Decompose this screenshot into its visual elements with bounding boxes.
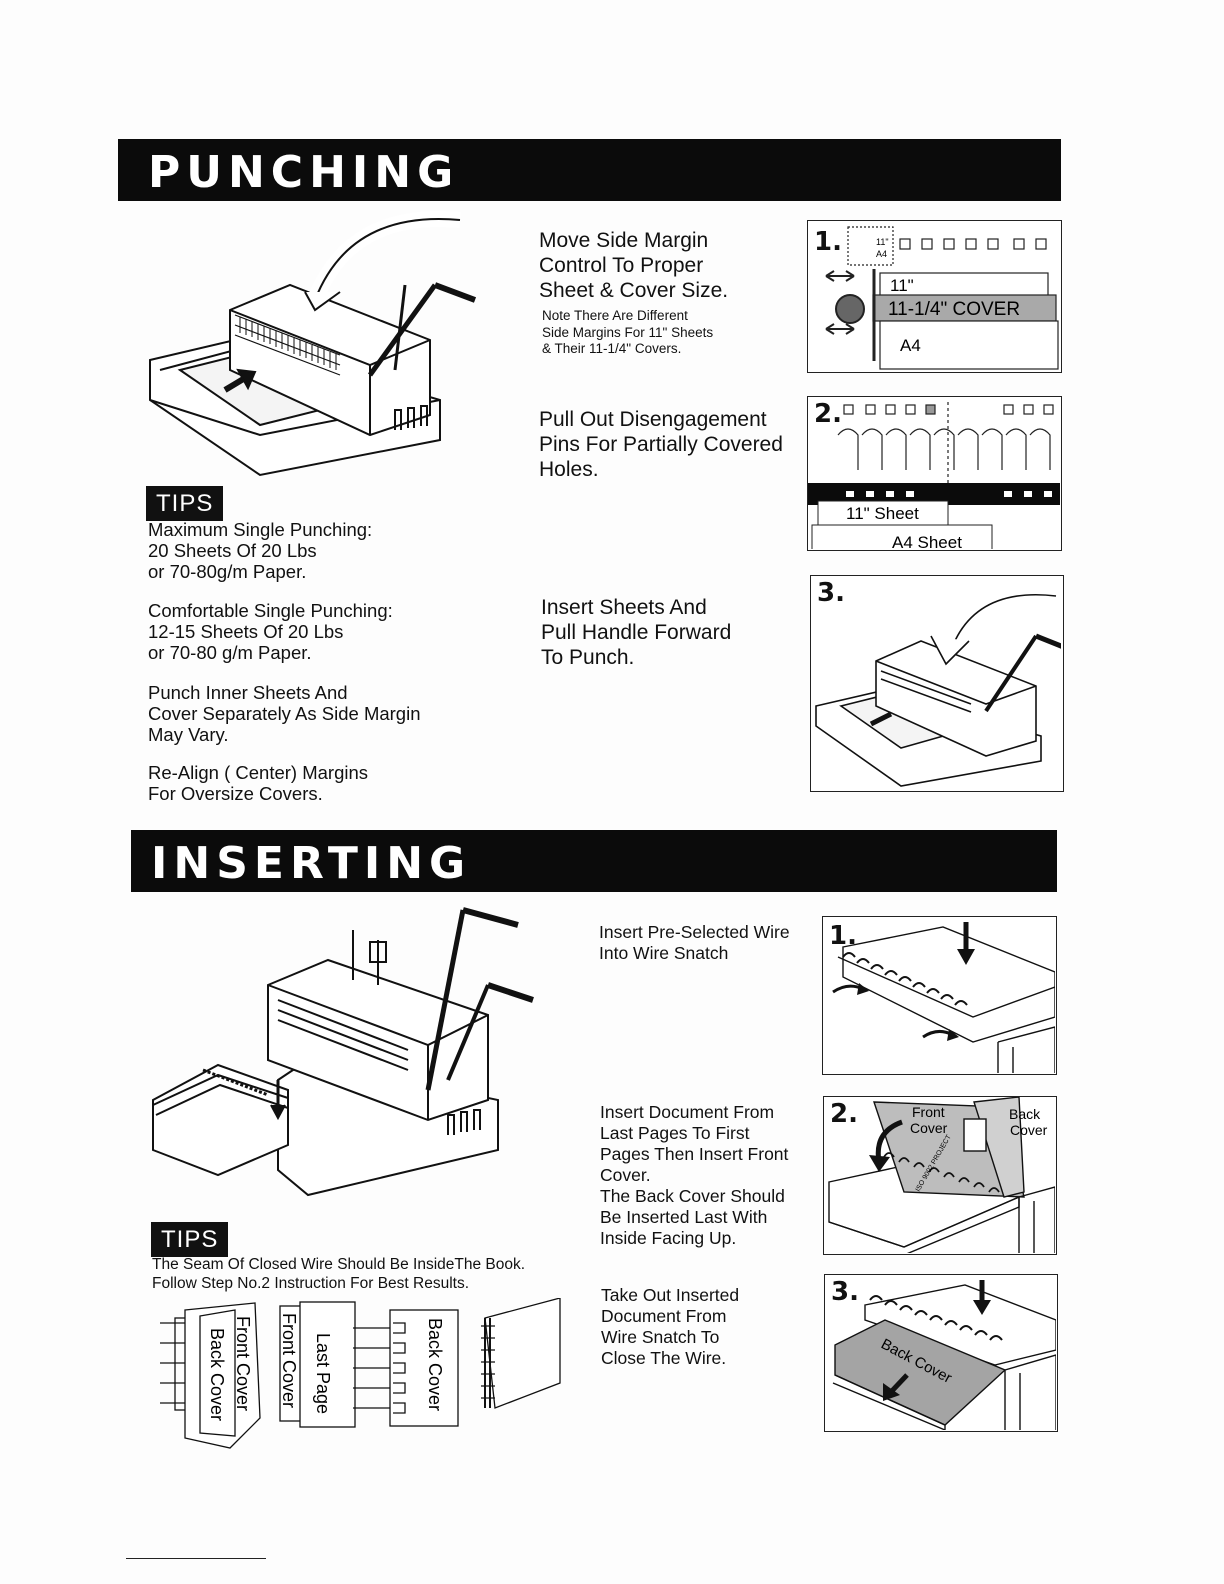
punching-machine-illustration [149,211,477,477]
punch-handle-figure [815,588,1061,787]
book-orientation-diagram: Front Cover Back Cover Front Cover Last … [160,1298,561,1449]
inserting-step1-text: Insert Pre-Selected Wire Into Wire Snatc… [599,922,790,963]
punching-tip-realign: Re-Align ( Center) Margins For Oversize … [148,762,369,804]
label-cover: 11-1/4" COVER [888,299,1020,320]
diagram-front-cover: Front Cover [233,1316,253,1411]
punching-tip-max: Maximum Single Punching: 20 Sheets Of 20… [148,519,373,582]
disengagement-pins-figure: 11" Sheet A4 Sheet [808,402,1060,549]
step-number: 3. [831,1277,859,1307]
inserting-step2-text: Insert Document From Last Pages To First… [600,1102,789,1248]
label-11-inch: 11" [890,276,914,295]
label-11-sheet: 11" Sheet [846,504,919,523]
punching-banner: PUNCHING [118,139,1061,201]
punching-step2-figure: 2. 11" Sheet A4 Sheet [807,396,1062,551]
label-a4-sheet: A4 Sheet [892,533,962,549]
ruler-label-11: 11" [876,237,889,247]
step-number: 1. [814,227,842,257]
punching-step1-note: Note There Are Different Side Margins Fo… [542,308,714,356]
punching-tip-comfortable: Comfortable Single Punching: 12-15 Sheet… [148,600,393,663]
step-number: 2. [814,399,842,429]
punching-tips-badge: TIPS [146,486,224,521]
ruler-label-a4: A4 [876,249,887,259]
inserting-step3-figure: 3. Back Cover [824,1274,1058,1432]
inserting-step1-figure: 1. [822,916,1057,1075]
punching-tip-inner-sheets: Punch Inner Sheets And Cover Separately … [148,682,421,745]
inserting-tips-badge: TIPS [151,1222,229,1257]
punching-step1-figure: 1. 11" A4 11" 11-1/4" COVER A4 [807,220,1062,373]
wire-snatch-figure [832,922,1055,1073]
close-wire-figure: Back Cover [832,1280,1056,1430]
label-a4: A4 [900,336,921,355]
punching-title: PUNCHING [148,147,460,198]
inserting-step3-text: Take Out Inserted Document From Wire Sna… [601,1285,740,1368]
inserting-banner: INSERTING [131,830,1057,892]
step-number: 3. [817,578,845,608]
diagram-back-cover: Back Cover [207,1328,227,1421]
step-number: 2. [830,1099,858,1129]
diagram-front-cover-2: Front Cover [279,1313,299,1408]
punching-step2-text: Pull Out Disengagement Pins For Partiall… [539,408,783,481]
footer-rule [126,1558,266,1559]
inserting-title: INSERTING [151,838,472,889]
inserting-tip-text: The Seam Of Closed Wire Should Be Inside… [152,1256,526,1292]
punching-step3-text: Insert Sheets And Pull Handle Forward To… [541,596,732,669]
punching-step1-text: Move Side Margin Control To Proper Sheet… [539,229,729,302]
diagram-last-page: Last Page [313,1333,333,1414]
inserting-machine-illustration [152,907,534,1197]
side-margin-control-figure: 11" A4 11" 11-1/4" COVER A4 [825,226,1059,370]
diagram-back-cover-2: Back Cover [425,1318,445,1411]
punching-step3-figure: 3. [810,575,1064,792]
